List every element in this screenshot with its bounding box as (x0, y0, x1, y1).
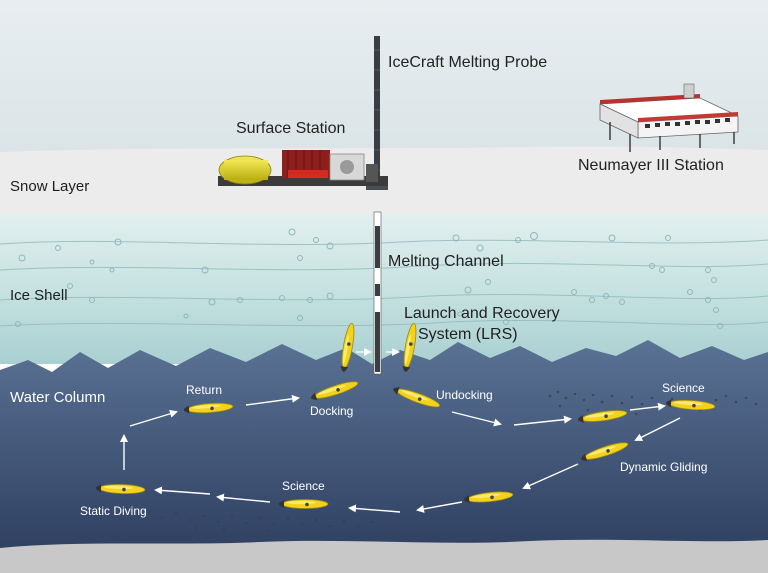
probe-in-channel (375, 226, 380, 268)
label-docking: Docking (310, 404, 354, 418)
label-water-column: Water Column (10, 389, 106, 406)
label-science-left: Science (282, 479, 325, 493)
mission-path-arrows (120, 394, 681, 513)
label-melting-channel: Melting Channel (388, 253, 504, 270)
label-undocking: Undocking (436, 388, 493, 402)
ice-shell-band (0, 214, 768, 364)
seafloor (0, 539, 768, 573)
label-snow-layer: Snow Layer (10, 178, 90, 195)
label-neumayer: Neumayer III Station (578, 157, 724, 174)
water-column (0, 340, 768, 573)
label-science-right: Science (662, 381, 705, 395)
label-lrs-line2: System (LRS) (418, 326, 518, 343)
label-ice-shell: Ice Shell (10, 287, 68, 304)
label-dynamic-gliding: Dynamic Gliding (620, 460, 708, 474)
label-lrs-line1: Launch and Recovery (404, 305, 560, 322)
label-probe: IceCraft Melting Probe (388, 54, 548, 71)
neumayer-station-graphic (599, 83, 739, 152)
label-surface-station: Surface Station (236, 120, 346, 137)
label-static-diving: Static Diving (80, 504, 147, 518)
probe-tower (374, 36, 380, 186)
ice-bubbles (15, 228, 723, 329)
ice-layer-lines (0, 239, 768, 327)
label-return: Return (186, 383, 223, 397)
surface-station-graphic (218, 150, 388, 186)
